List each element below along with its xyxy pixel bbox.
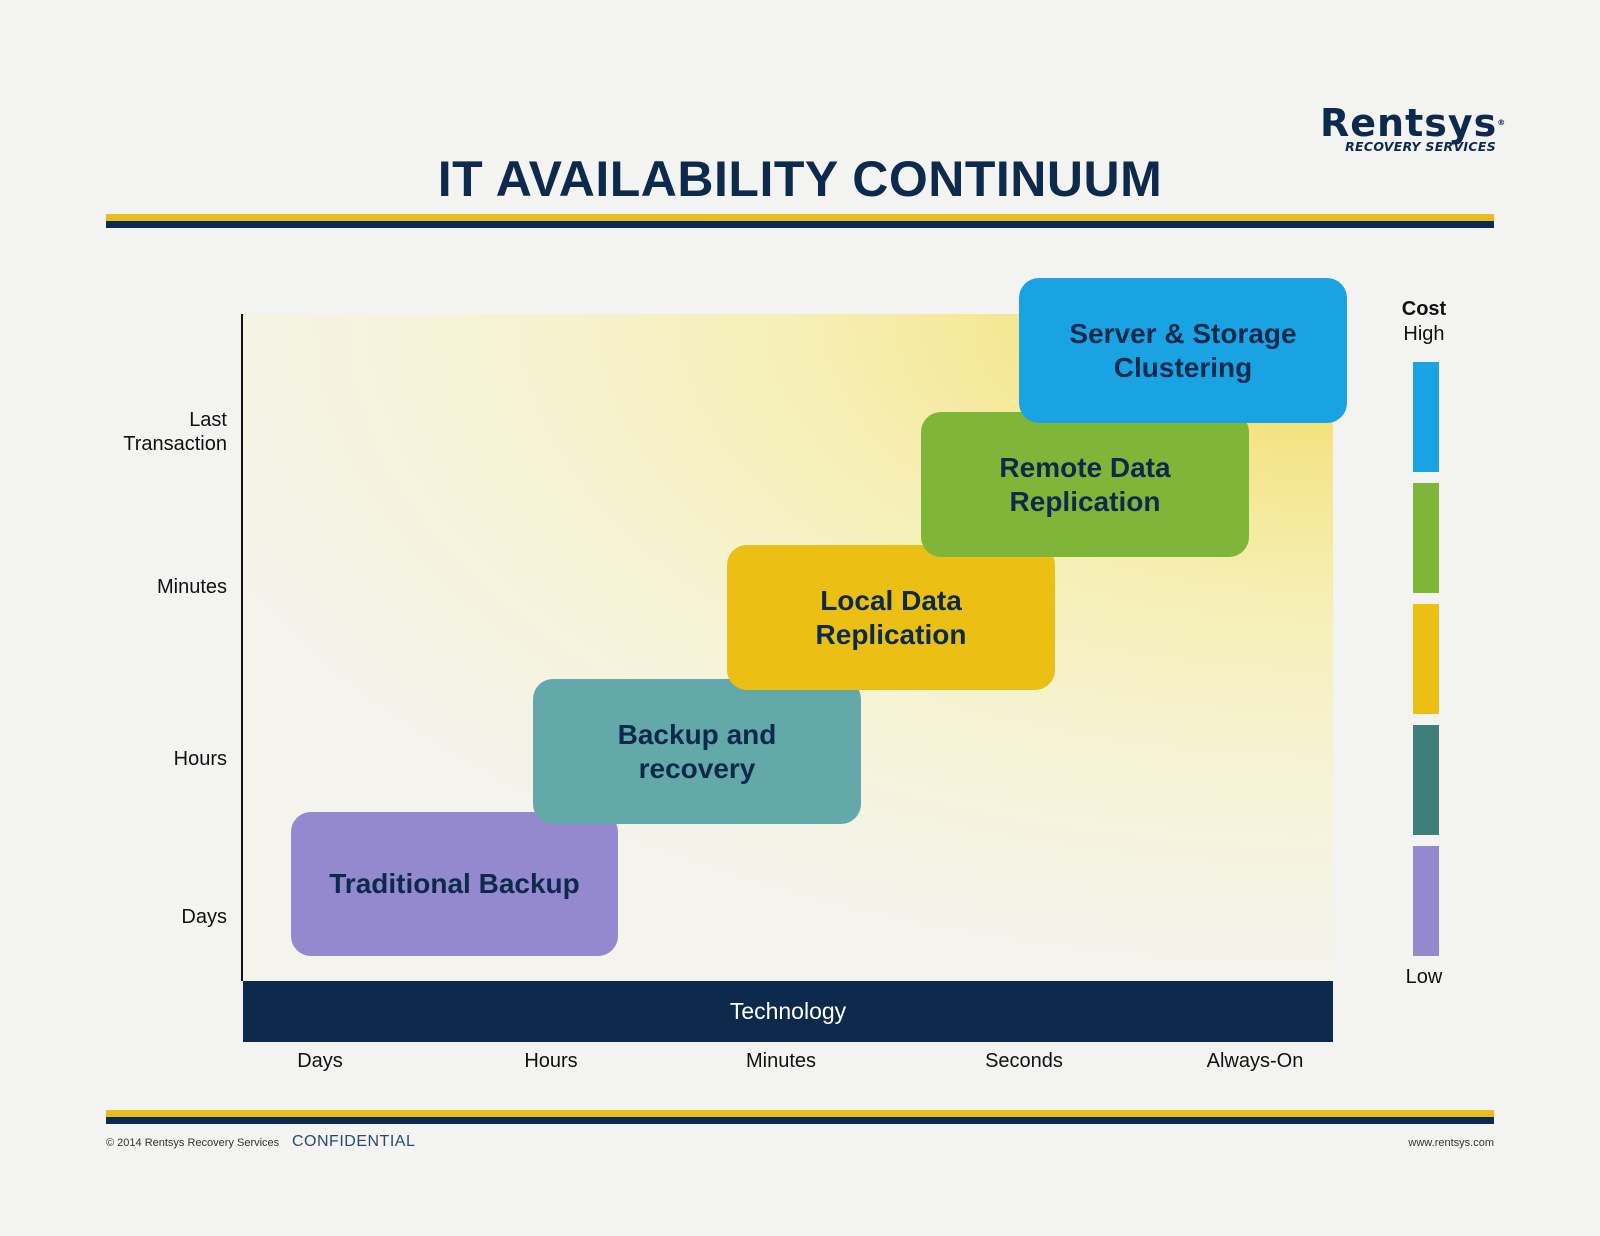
cost-segment-1 xyxy=(1413,362,1439,472)
technology-bar: Technology xyxy=(243,981,1333,1042)
footer-confidential: CONFIDENTIAL xyxy=(292,1133,416,1150)
rentsys-logo: Rentsys® RECOVERY SERVICES xyxy=(1320,101,1505,154)
header-rule-gold xyxy=(106,214,1494,221)
footer-rule-navy xyxy=(106,1117,1494,1124)
step-traditional-backup: Traditional Backup xyxy=(291,812,618,956)
y-axis-line xyxy=(241,314,243,981)
footer-rule xyxy=(106,1110,1494,1124)
y-label-minutes: Minutes xyxy=(156,576,227,598)
cost-legend-high: High xyxy=(1403,323,1445,345)
x-label-hours: Hours xyxy=(524,1050,578,1072)
x-label-days: Days xyxy=(297,1050,343,1072)
logo-name: Rentsys xyxy=(1320,101,1498,145)
footer-url: www.rentsys.com xyxy=(1408,1137,1494,1149)
cost-legend-low: Low xyxy=(1405,966,1443,988)
step-remote-data-replication: Remote Data Replication xyxy=(921,412,1249,557)
step-local-data-replication: Local Data Replication xyxy=(727,545,1055,690)
header-rule-navy xyxy=(106,221,1494,228)
footer-copyright: © 2014 Rentsys Recovery Services xyxy=(106,1137,280,1149)
cost-segment-3 xyxy=(1413,604,1439,714)
technology-bar-label: Technology xyxy=(729,998,847,1024)
x-label-always-on: Always-On xyxy=(1206,1050,1304,1072)
logo-registered-mark: ® xyxy=(1497,118,1506,127)
x-label-minutes: Minutes xyxy=(745,1050,817,1072)
header-rule xyxy=(106,214,1494,228)
x-label-seconds: Seconds xyxy=(985,1050,1063,1072)
cost-legend-title: Cost xyxy=(1401,298,1447,320)
cost-segment-5 xyxy=(1413,846,1439,956)
y-label-days: Days xyxy=(181,906,227,928)
step-backup-and-recovery: Backup and recovery xyxy=(533,679,861,824)
logo-tagline: RECOVERY SERVICES xyxy=(1345,139,1496,154)
y-label-last-transaction: Last Transaction xyxy=(123,409,227,455)
page-title: IT AVAILABILITY CONTINUUM xyxy=(437,151,1163,207)
cost-segment-2 xyxy=(1413,483,1439,593)
cost-segment-4 xyxy=(1413,725,1439,835)
footer-rule-gold xyxy=(106,1110,1494,1117)
step-server-storage-clustering: Server & Storage Clustering xyxy=(1019,278,1347,423)
y-label-hours: Hours xyxy=(173,748,227,770)
